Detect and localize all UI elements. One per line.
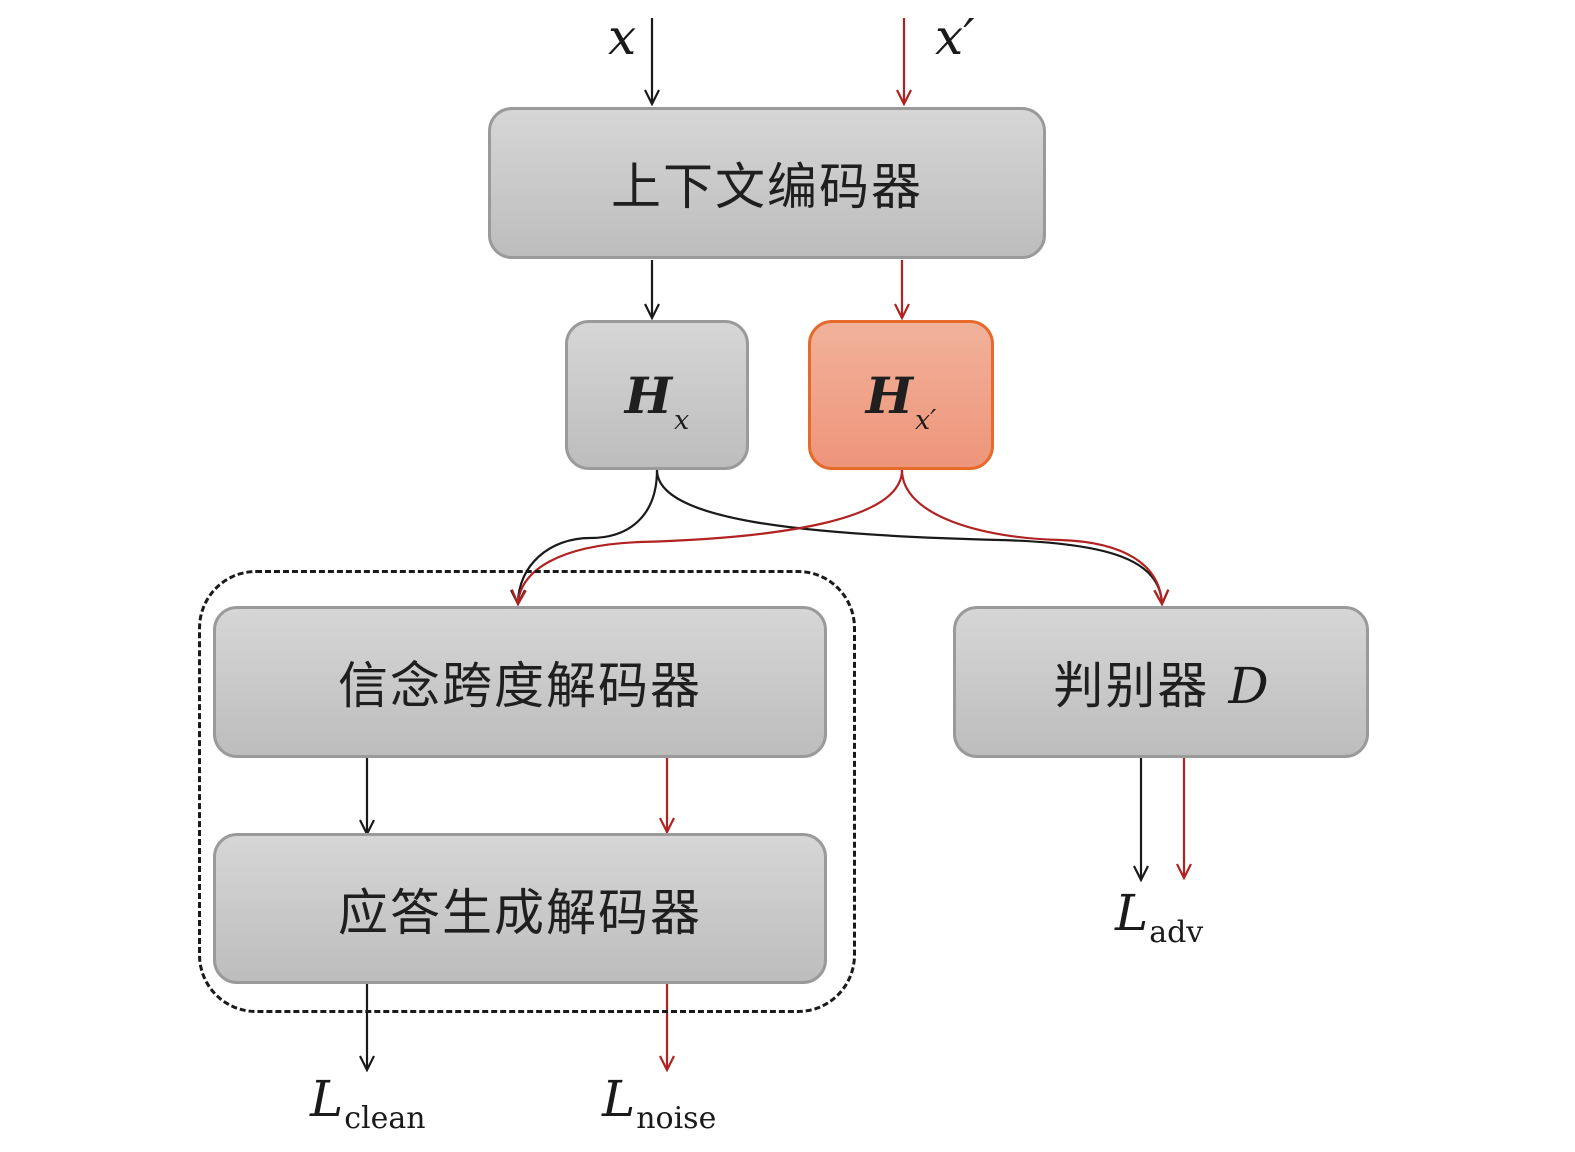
curve-hx-to-discriminator	[655, 469, 1162, 604]
curve-hxprime-to-discriminator	[900, 469, 1162, 604]
response-decoder-label: 应答生成解码器	[338, 883, 702, 942]
hidden-state-hxprime-label: Hx′	[865, 365, 937, 436]
discriminator-label: 判别器 D	[1053, 657, 1269, 715]
curve-hx-to-belief-decoder	[518, 469, 659, 604]
input-xprime-label: x′	[935, 8, 975, 66]
curve-hxprime-to-belief-decoder	[518, 469, 904, 604]
context-encoder-label: 上下文编码器	[611, 158, 923, 216]
context-encoder-box: 上下文编码器	[488, 107, 1046, 259]
loss-clean-label: Lclean	[310, 1070, 426, 1136]
response-decoder-box: 应答生成解码器	[213, 833, 827, 984]
belief-span-decoder-label: 信念跨度解码器	[338, 657, 702, 715]
hidden-state-hxprime-box: Hx′	[808, 320, 994, 470]
input-x-label: x	[608, 8, 637, 66]
loss-noise-label: Lnoise	[602, 1070, 717, 1136]
hidden-state-hx-label: Hx	[624, 365, 690, 436]
belief-span-decoder-box: 信念跨度解码器	[213, 606, 827, 758]
loss-adv-label: Ladv	[1115, 884, 1204, 950]
discriminator-box: 判别器 D	[953, 606, 1369, 758]
hidden-state-hx-box: Hx	[565, 320, 749, 470]
